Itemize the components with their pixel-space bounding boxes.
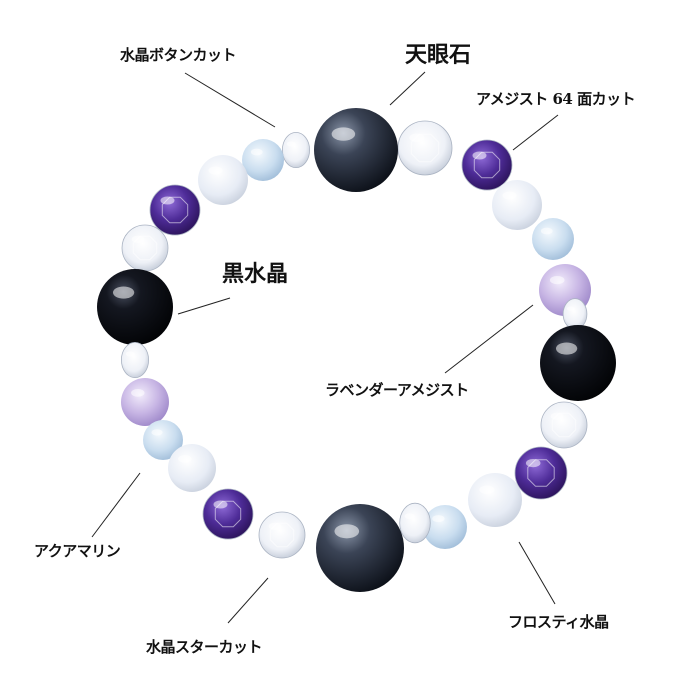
bead-highlight (550, 412, 564, 420)
bead-highlight (125, 351, 135, 357)
leader-tengan (389, 71, 426, 106)
bead-highlight (178, 455, 192, 463)
bead-highlight (131, 389, 145, 397)
bead-highlight (432, 515, 445, 523)
black-quartz-bead (540, 325, 616, 401)
clear-quartz-bead (258, 511, 306, 559)
frosty-quartz-bead (168, 444, 216, 492)
leader-frosty (518, 541, 556, 605)
label-amethyst-64: アメジスト 64 面カット (476, 90, 636, 108)
amethyst-bead (514, 446, 568, 500)
clear-quartz-bead (281, 131, 310, 168)
bead-highlight (331, 127, 356, 141)
bead-highlight (566, 306, 575, 311)
label-black-quartz: 黒水晶 (222, 261, 289, 287)
bead-highlight (286, 141, 296, 147)
tengan-bead (316, 504, 404, 592)
leader-aquamarine (91, 472, 141, 538)
bead-highlight (540, 227, 553, 235)
bead-highlight (502, 191, 517, 200)
bead-highlight (208, 166, 223, 175)
amethyst-bead (149, 184, 201, 236)
label-star-cut: 水晶スターカット (146, 638, 263, 656)
bead-highlight (409, 133, 425, 143)
bead-facet (473, 151, 501, 179)
frosty-quartz-bead (492, 180, 542, 230)
bead-facet (161, 196, 189, 224)
bead-facet (410, 133, 440, 163)
bead-highlight (250, 148, 263, 156)
aquamarine-bead (423, 505, 467, 549)
bead-facet (269, 522, 295, 548)
tengan-bead (314, 108, 398, 192)
bead-facet (132, 235, 158, 261)
frosty-quartz-bead (468, 473, 522, 527)
aquamarine-bead (532, 218, 574, 260)
label-tengan: 天眼石 (405, 42, 472, 68)
label-button-cut: 水晶ボタンカット (120, 46, 237, 64)
clear-quartz-bead (121, 224, 169, 272)
bead-highlight (549, 275, 565, 285)
label-lavender-amethyst: ラベンダーアメジスト (325, 381, 469, 399)
clear-quartz-bead (562, 298, 588, 330)
bead-highlight (268, 522, 282, 530)
bead-highlight (112, 286, 135, 299)
bead-highlight (555, 342, 578, 355)
lavender-amethyst-bead (121, 378, 169, 426)
bead-facet (527, 459, 555, 487)
clear-quartz-bead (397, 120, 453, 176)
bead-highlight (472, 151, 487, 160)
bead-highlight (404, 513, 415, 520)
leader-button-cut (184, 72, 276, 128)
amethyst-bead (461, 139, 513, 191)
label-frosty: フロスティ水晶 (508, 613, 609, 631)
bead-highlight (213, 500, 228, 509)
clear-quartz-bead (399, 502, 431, 544)
bead-facet (214, 500, 242, 528)
bead-highlight (131, 235, 145, 243)
black-quartz-bead (97, 269, 173, 345)
clear-quartz-bead (540, 401, 588, 449)
bead-highlight (479, 485, 495, 495)
aquamarine-bead (143, 420, 183, 460)
bead-facet (551, 412, 577, 438)
bead-highlight (160, 196, 175, 205)
aquamarine-bead (242, 139, 284, 181)
label-aquamarine: アクアマリン (34, 542, 121, 560)
leader-lavender-amethyst (444, 304, 534, 374)
clear-quartz-bead (121, 341, 150, 378)
bead-highlight (525, 458, 541, 468)
amethyst-bead (202, 488, 254, 540)
leader-star-cut (227, 577, 269, 624)
leader-black-quartz (177, 297, 231, 315)
bead-highlight (151, 429, 163, 436)
leader-amethyst-64 (512, 114, 559, 151)
frosty-quartz-bead (198, 155, 248, 205)
bead-highlight (334, 524, 360, 539)
